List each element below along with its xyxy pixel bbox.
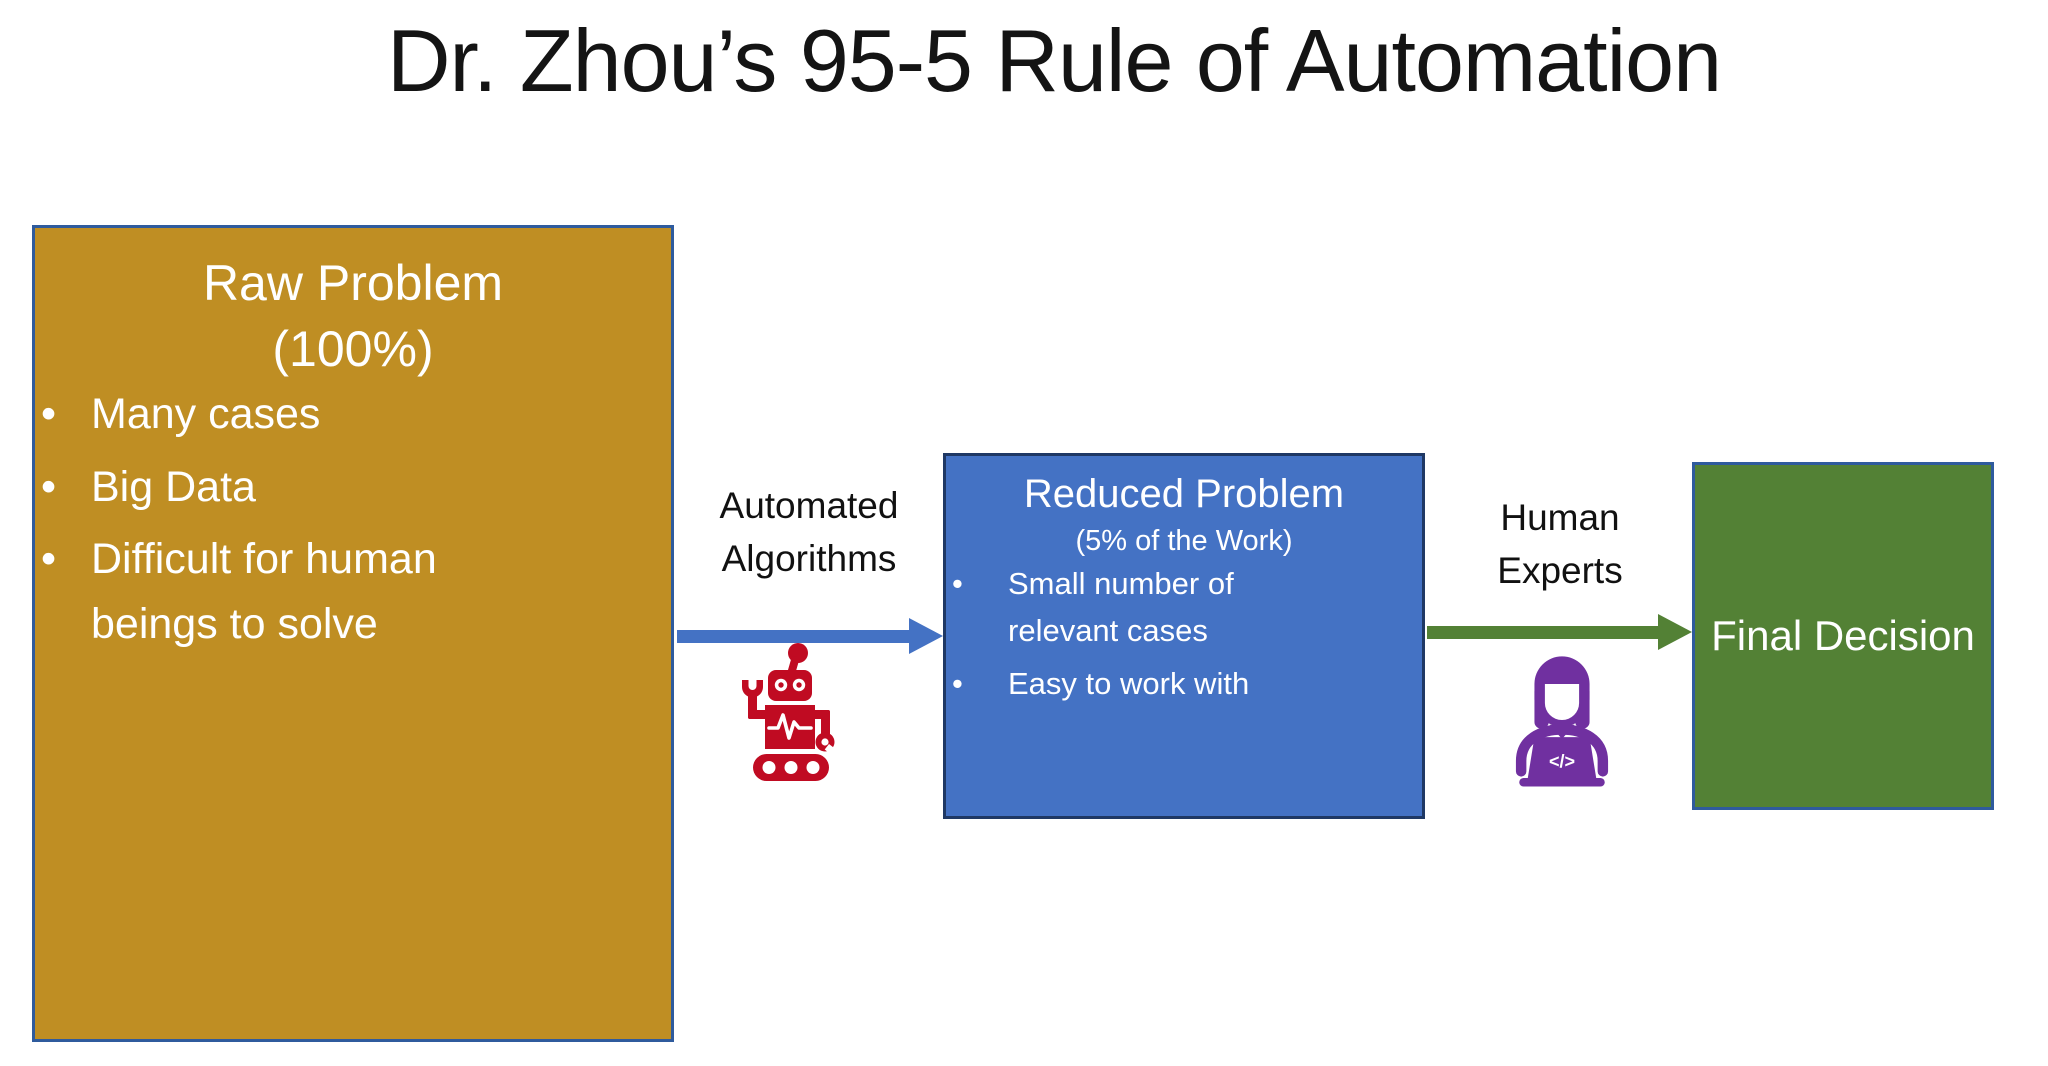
raw-problem-heading-line1: Raw Problem [202, 255, 504, 311]
human-experts-arrow-shaft [1427, 625, 1658, 639]
final-decision-box: Final Decision [1692, 462, 1994, 810]
automated-algorithms-label: Automated Algorithms [664, 480, 954, 585]
final-decision-label: Final Decision [1711, 612, 1975, 659]
raw-problem-bullet-list: Many cases Big Data Difficult for human … [35, 382, 455, 656]
human-experts-label: Human Experts [1420, 492, 1700, 597]
reduced-problem-box: Reduced Problem (5% of the Work) Small n… [943, 453, 1425, 819]
raw-problem-heading-line2: (100%) [272, 321, 434, 377]
reduced-problem-heading: Reduced Problem [1023, 472, 1345, 516]
woman-at-laptop-icon: </> [1515, 656, 1609, 787]
bullet-item: Easy to work with [946, 661, 1256, 708]
reduced-problem-bullet-list: Small number of relevant cases Easy to w… [946, 561, 1256, 708]
bullet-item: Small number of relevant cases [946, 561, 1256, 654]
bullet-item: Big Data [35, 455, 455, 520]
slide-title: Dr. Zhou’s 95-5 Rule of Automation [386, 11, 1722, 110]
human-experts-arrow-head [1658, 614, 1692, 650]
automated-arrow-head [909, 618, 943, 654]
human-experts-label-line1: Human [1500, 497, 1620, 538]
code-glyph: </> [1549, 752, 1575, 772]
reduced-problem-subheading: (5% of the Work) [1075, 525, 1293, 557]
bullet-item: Many cases [35, 382, 455, 447]
automated-algorithms-label-line1: Automated [719, 485, 899, 526]
raw-problem-heading: Raw Problem (100%) [35, 250, 671, 382]
bullet-item: Difficult for human beings to solve [35, 527, 455, 656]
robot-icon [742, 643, 838, 781]
automated-arrow-shaft [677, 629, 909, 643]
automated-arrow [677, 618, 943, 654]
automated-algorithms-label-line2: Algorithms [721, 537, 897, 579]
human-experts-label-line2: Experts [1497, 549, 1623, 591]
human-experts-arrow [1427, 614, 1692, 650]
raw-problem-box: Raw Problem (100%) Many cases Big Data D… [32, 225, 674, 1042]
